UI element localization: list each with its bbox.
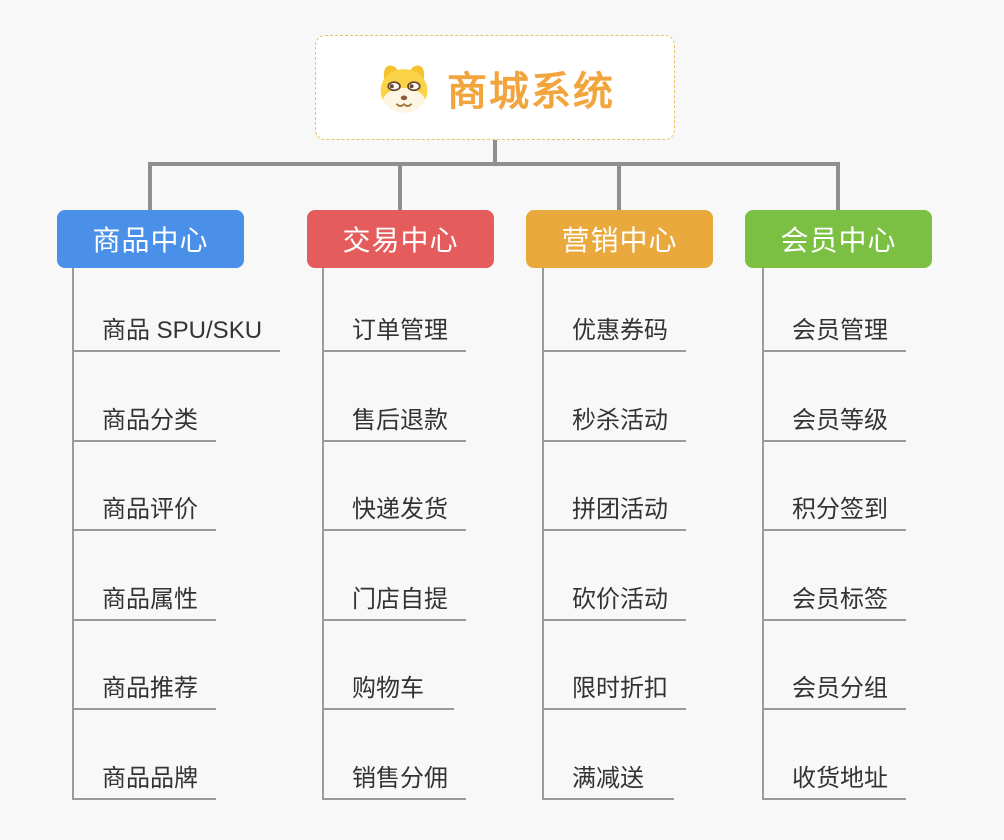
connector-drop-marketing [617, 162, 621, 210]
leaf-item[interactable]: 商品 SPU/SKU [74, 268, 281, 352]
leaf-item[interactable]: 售后退款 [324, 352, 466, 442]
leaf-item[interactable]: 商品推荐 [74, 621, 216, 710]
leaf-item[interactable]: 会员等级 [764, 352, 906, 442]
leaf-item[interactable]: 商品品牌 [74, 710, 216, 800]
shiba-dog-icon [380, 65, 428, 112]
leaf-item[interactable]: 会员分组 [764, 621, 906, 710]
leaf-item[interactable]: 优惠券码 [544, 268, 686, 352]
leaf-list-product-center: 商品 SPU/SKU 商品分类 商品评价 商品属性 商品推荐 商品品牌 [72, 268, 281, 800]
leaf-item[interactable]: 收货地址 [764, 710, 906, 800]
leaf-item[interactable]: 积分签到 [764, 442, 906, 531]
leaf-item[interactable]: 快递发货 [324, 442, 466, 531]
branch-node-product-center[interactable]: 商品中心 [57, 210, 244, 268]
root-title: 商城系统 [447, 69, 615, 114]
leaf-list-trade-center: 订单管理 售后退款 快递发货 门店自提 购物车 销售分佣 [322, 268, 466, 800]
leaf-list-marketing-center: 优惠券码 秒杀活动 拼团活动 砍价活动 限时折扣 满减送 [542, 268, 686, 800]
leaf-item[interactable]: 拼团活动 [544, 442, 686, 531]
leaf-item[interactable]: 会员标签 [764, 531, 906, 621]
connector-drop-trade [398, 162, 402, 210]
leaf-item[interactable]: 秒杀活动 [544, 352, 686, 442]
branch-node-trade-center[interactable]: 交易中心 [307, 210, 494, 268]
connector-rail [148, 162, 840, 166]
leaf-item[interactable]: 满减送 [544, 710, 674, 800]
connector-drop-member [836, 162, 840, 210]
leaf-item[interactable]: 购物车 [324, 621, 454, 710]
branch-node-member-center[interactable]: 会员中心 [745, 210, 932, 268]
leaf-item[interactable]: 销售分佣 [324, 710, 466, 800]
branch-node-marketing-center[interactable]: 营销中心 [526, 210, 713, 268]
leaf-item[interactable]: 限时折扣 [544, 621, 686, 710]
leaf-item[interactable]: 商品属性 [74, 531, 216, 621]
leaf-item[interactable]: 会员管理 [764, 268, 906, 352]
leaf-item[interactable]: 门店自提 [324, 531, 466, 621]
connector-root-drop [493, 140, 497, 166]
leaf-item[interactable]: 商品评价 [74, 442, 216, 531]
leaf-item[interactable]: 订单管理 [324, 268, 466, 352]
leaf-item[interactable]: 商品分类 [74, 352, 216, 442]
leaf-item[interactable]: 砍价活动 [544, 531, 686, 621]
connector-drop-product [148, 162, 152, 210]
leaf-list-member-center: 会员管理 会员等级 积分签到 会员标签 会员分组 收货地址 [762, 268, 906, 800]
root-node[interactable]: 商城系统 [315, 35, 675, 140]
